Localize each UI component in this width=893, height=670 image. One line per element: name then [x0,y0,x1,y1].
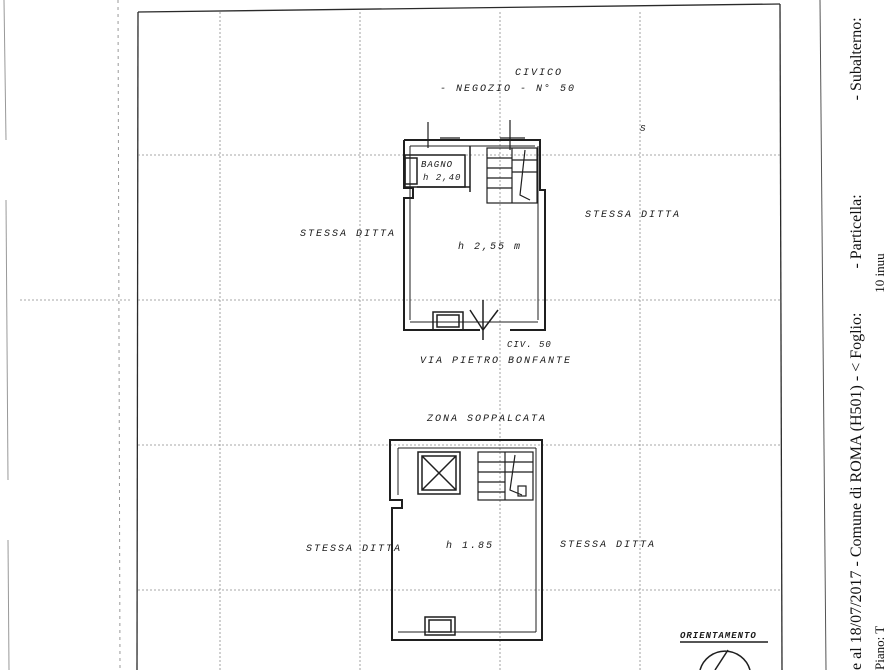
grid-lines [20,12,780,670]
bagno-label: BAGNO [421,160,454,170]
stessa-ditta-right-bottom: STESSA DITTA [560,540,657,551]
orientation-symbol [680,641,768,670]
staircase-ground [427,120,538,204]
mezzanine-window [424,616,456,636]
cadastral-margin-text: e al 18/07/2017 - Comune di ROMA (H501) … [848,0,866,670]
civ-label: CIV. 50 [507,340,552,350]
stessa-ditta-left-top: STESSA DITTA [300,229,397,240]
void-opening [417,451,461,495]
ground-height-label: h 2,55 m [458,242,523,253]
zona-label: ZONA SOPPALCATA [427,414,548,425]
margin-text-particella: - Particella: [848,194,865,269]
bagno-height-label: h 2,40 [423,173,462,183]
orientamento-label: ORIENTAMENTO [680,631,757,641]
margin-text-piano: Piano: T [872,626,887,670]
margin-text-subalterno: - Subalterno: [848,17,865,101]
mezzanine-height-label: h 1.85 [446,541,495,552]
mezzanine-room [389,439,543,641]
street-label: VIA PIETRO BONFANTE [420,356,573,367]
sheet-border [136,0,827,670]
left-edge-marks [3,0,121,670]
margin-text-col2: 10 inuu [872,253,887,293]
staircase-mezzanine [477,451,534,501]
bathroom [404,146,471,192]
margin-text-main: e al 18/07/2017 - Comune di ROMA (H501) … [848,312,865,670]
negozio-label: - NEGOZIO - N° 50 [440,84,577,95]
s-mark-label: S [640,124,647,134]
stessa-ditta-left-bottom: STESSA DITTA [306,544,403,555]
ground-floor-room [403,139,546,331]
cadastral-margin-text-2: Piano: T 10 inuu [872,253,888,670]
civico-label: CIVICO [515,68,564,79]
stessa-ditta-right-top: STESSA DITTA [585,210,682,221]
entrance-door [432,300,499,340]
